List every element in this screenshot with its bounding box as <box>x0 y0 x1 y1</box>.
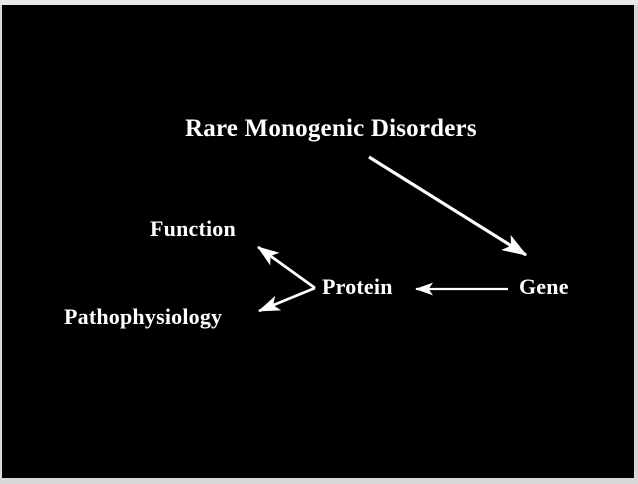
arrow-disorders-to-gene <box>368 155 528 257</box>
page-title: Rare Monogenic Disorders <box>185 115 477 142</box>
diagram-node-function: Function <box>150 216 236 241</box>
diagram-node-gene: Gene <box>519 274 569 299</box>
diagram-node-protein: Protein <box>322 274 393 299</box>
arrow-protein-to-pathophysiology <box>257 286 316 313</box>
arrow-protein-to-function <box>257 245 316 290</box>
slide-top-band <box>0 0 638 5</box>
diagram-node-pathophysiology: Pathophysiology <box>64 304 223 329</box>
slide-canvas: Rare Monogenic Disorders Function Pathop… <box>2 5 634 478</box>
diagram-arrow-layer <box>257 155 528 313</box>
